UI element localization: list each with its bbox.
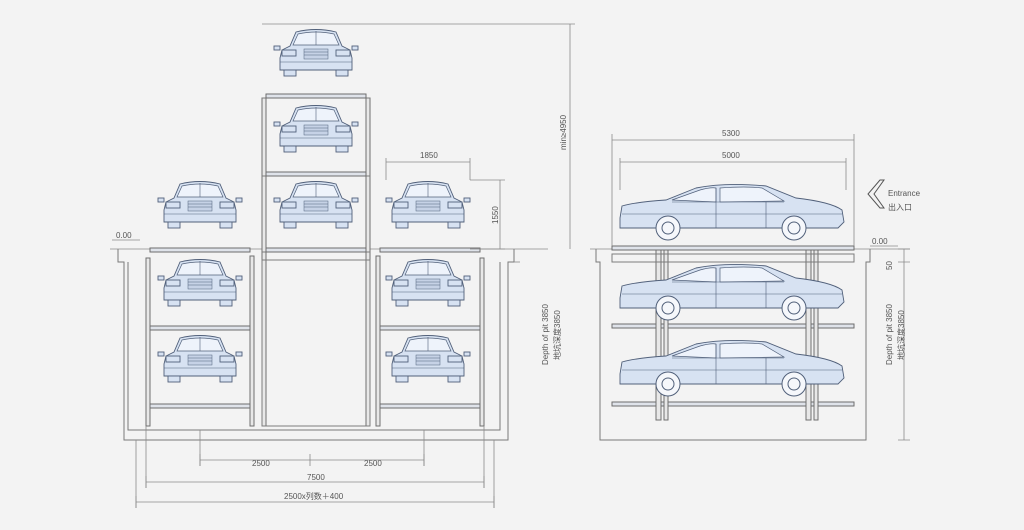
side-view: 5300 5000 Entrance 出入口 0.00 50 Depth of … xyxy=(590,129,921,441)
side-level-zero: 0.00 xyxy=(872,237,888,246)
car-front-r1 xyxy=(385,181,471,229)
dim-span-left: 2500 xyxy=(252,459,270,468)
car-front-r3 xyxy=(385,335,471,383)
car-front-l2 xyxy=(157,259,243,307)
dim-50: 50 xyxy=(885,261,894,270)
front-pit-outline xyxy=(117,249,515,441)
car-front-m1 xyxy=(273,29,359,77)
side-pit-depth-cn: 地坑深度3850 xyxy=(896,310,906,360)
dim-total-width: 7500 xyxy=(307,473,325,482)
dim-5000: 5000 xyxy=(722,151,740,160)
entrance-label-cn: 出入口 xyxy=(888,202,912,212)
car-front-r2 xyxy=(385,259,471,307)
car-front-m3 xyxy=(273,181,359,229)
front-view: 0.00 1850 1550 min≥4950 Depth of pit 385… xyxy=(110,23,575,508)
dim-span-right: 2500 xyxy=(364,459,382,468)
front-pit-depth-en: Depth of pit 3850 xyxy=(541,304,550,365)
car-front-l1 xyxy=(157,181,243,229)
car-front-l3 xyxy=(157,335,243,383)
car-front-m2 xyxy=(273,105,359,153)
entrance-arrow-icon xyxy=(867,179,885,209)
dim-1850: 1850 xyxy=(420,151,438,160)
dim-min-height: min≥4950 xyxy=(559,114,568,150)
front-pit-depth-cn: 地坑深度3850 xyxy=(552,310,562,360)
side-pit-outline xyxy=(595,249,871,441)
entrance-label-en: Entrance xyxy=(888,189,921,198)
front-level-zero: 0.00 xyxy=(116,231,132,240)
dim-5300: 5300 xyxy=(722,129,740,138)
side-pit-depth-en: Depth of pit 3850 xyxy=(885,304,894,365)
dim-formula: 2500x列数＋400 xyxy=(284,491,344,501)
dim-1550: 1550 xyxy=(491,206,500,224)
car-side-top xyxy=(619,183,845,241)
